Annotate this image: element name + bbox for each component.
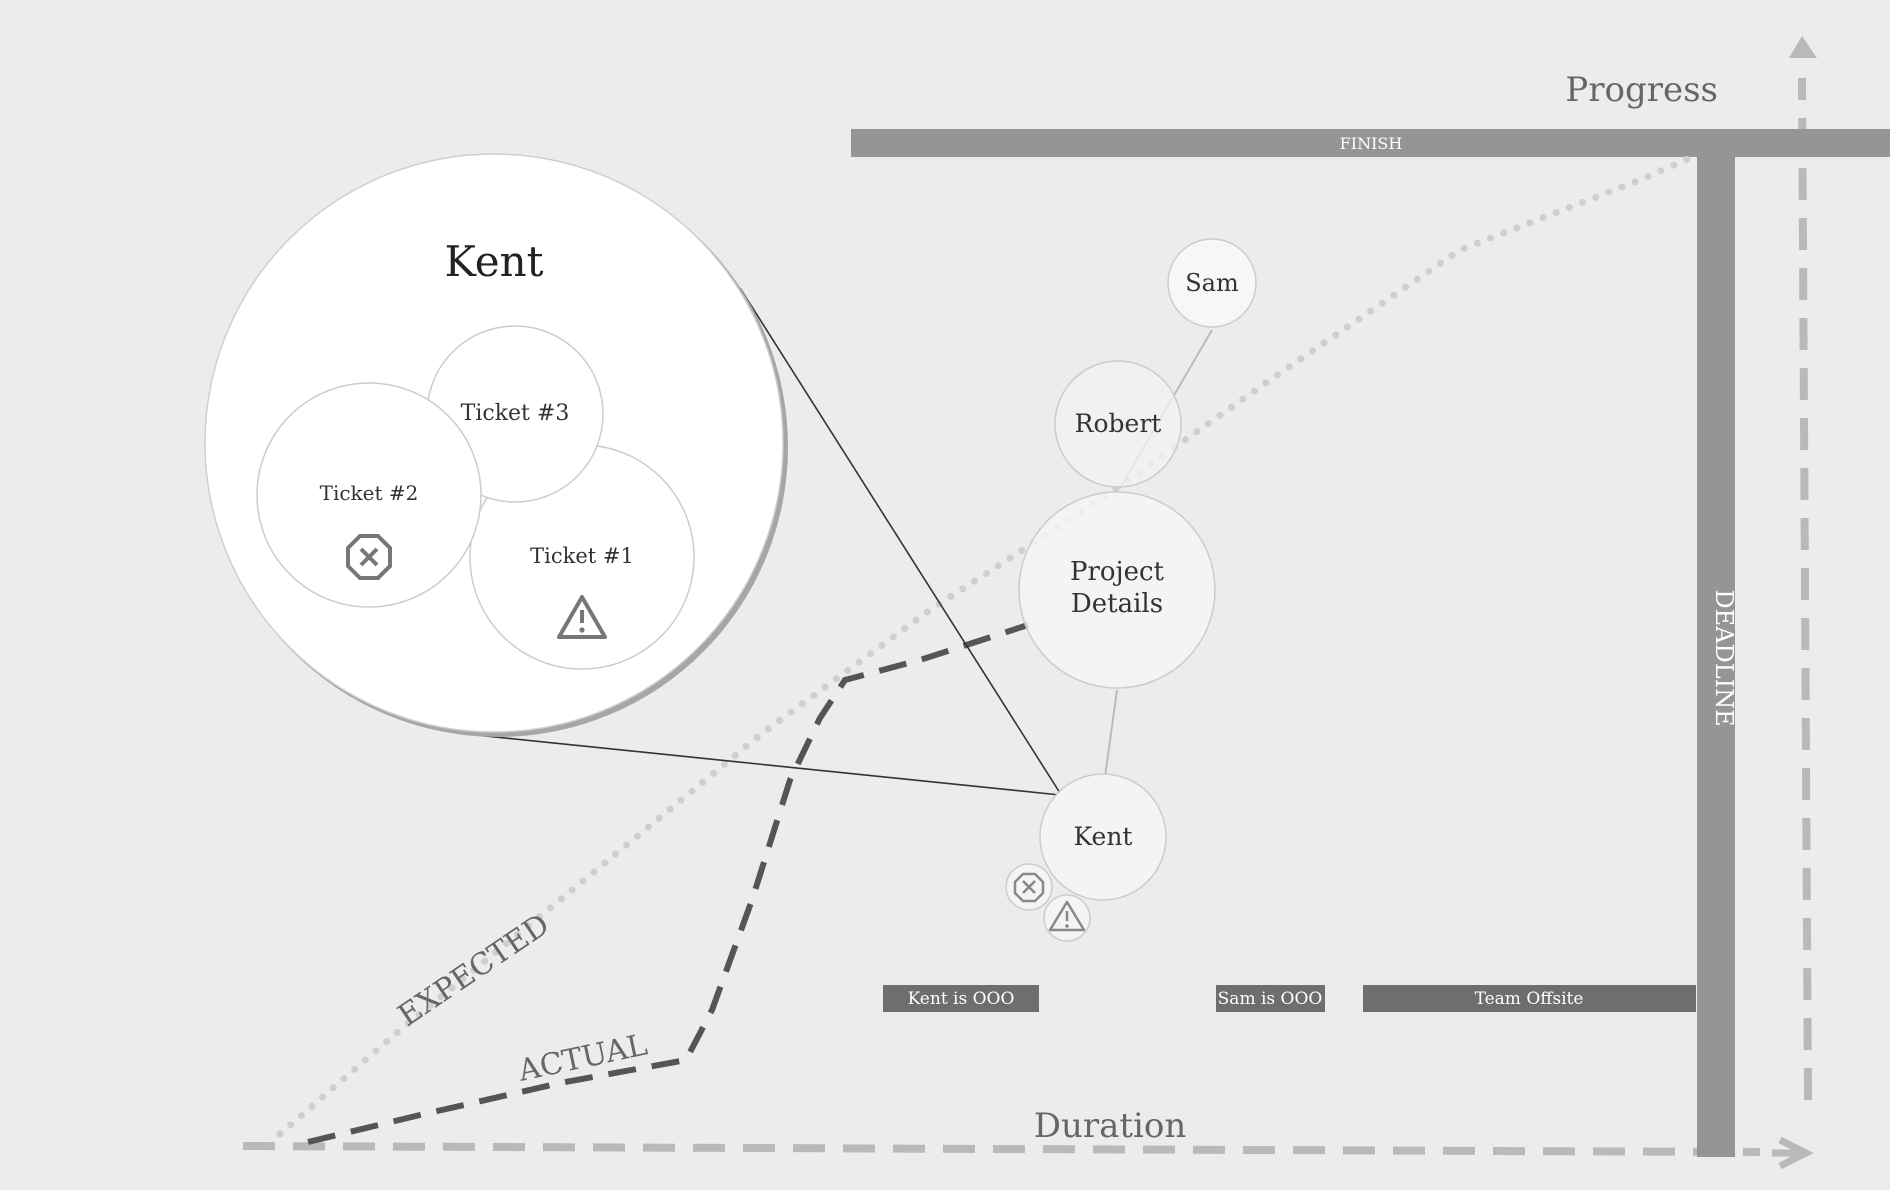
event-label: Sam is OOO: [1218, 989, 1323, 1009]
kent-error-badge[interactable]: [1005, 863, 1053, 911]
deadline-bar: [1697, 157, 1735, 1157]
event-team-offsite: Team Offsite: [1363, 985, 1696, 1012]
zoom-line-bottom: [465, 733, 1061, 796]
node-label: Kent: [1074, 822, 1133, 851]
event-kent-ooo: Kent is OOO: [883, 985, 1039, 1012]
duration-arrow-icon: [1772, 1136, 1814, 1170]
node-label: Sam: [1185, 269, 1239, 297]
expected-label: EXPECTED: [392, 907, 556, 1033]
progress-axis: [1789, 36, 1817, 1101]
zoom-title: Kent: [444, 237, 543, 286]
finish-label: FINISH: [1340, 134, 1403, 153]
finish-bar: [851, 129, 1890, 157]
duration-axis: [242, 1136, 1814, 1170]
connector-project-kent: [1104, 689, 1118, 778]
node-label-line1: Project: [1070, 557, 1165, 587]
kent-zoom-panel: Kent Ticket #1 Ticket #3 Ticket #2: [204, 153, 788, 737]
ticket-label: Ticket #2: [320, 481, 419, 505]
event-label: Kent is OOO: [908, 989, 1015, 1009]
error-octagon-icon: [346, 534, 392, 580]
node-label: Robert: [1075, 409, 1162, 438]
warning-icon: [557, 595, 607, 639]
node-kent[interactable]: Kent: [1039, 773, 1167, 901]
ticket-label: Ticket #3: [461, 401, 570, 426]
node-label-line2: Details: [1071, 589, 1163, 619]
progress-axis-label: Progress: [1565, 70, 1718, 110]
ticket-2[interactable]: Ticket #2: [256, 382, 482, 608]
error-octagon-icon: [1013, 872, 1045, 903]
event-label: Team Offsite: [1475, 989, 1584, 1009]
deadline-label: DEADLINE: [1710, 589, 1738, 726]
event-sam-ooo: Sam is OOO: [1216, 985, 1325, 1012]
duration-axis-label: Duration: [1034, 1106, 1187, 1146]
ticket-label: Ticket #1: [530, 544, 634, 568]
warning-icon: [1048, 900, 1086, 932]
node-project-details[interactable]: Project Details: [1018, 491, 1216, 689]
progress-arrow-icon: [1789, 36, 1817, 58]
node-robert[interactable]: Robert: [1054, 360, 1182, 488]
node-sam[interactable]: Sam: [1167, 238, 1257, 328]
zoom-line-top: [739, 287, 1061, 794]
kent-warning-badge[interactable]: [1043, 894, 1091, 942]
